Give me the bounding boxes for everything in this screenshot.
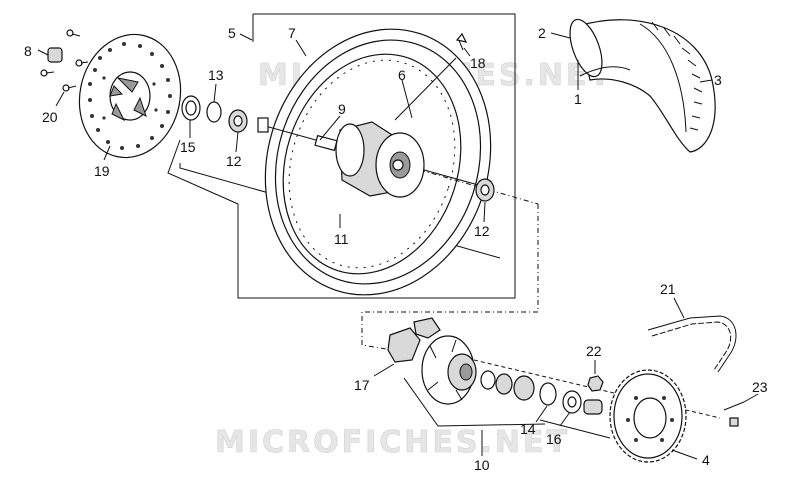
callout-1: 1 <box>574 91 582 107</box>
callout-9: 9 <box>338 101 346 117</box>
sprocket-nut <box>587 375 604 392</box>
watermark-bottom: MICROFICHES.NET <box>215 425 570 460</box>
spacer-a <box>480 370 496 390</box>
callout-10: 10 <box>474 457 490 473</box>
callout-3: 3 <box>714 72 722 88</box>
callout-18: 18 <box>470 55 486 71</box>
callout-2: 2 <box>538 25 546 41</box>
frame-wheel-assembly <box>167 13 516 299</box>
drive-chain <box>647 315 737 373</box>
tyre <box>577 19 716 153</box>
callout-17: 17 <box>354 377 370 393</box>
leader-lines <box>37 32 759 460</box>
bearing-c <box>513 375 535 401</box>
bearing-left-inner <box>233 115 243 127</box>
oil-seal-inner <box>185 100 197 116</box>
spoke-nipple-tip <box>455 32 468 43</box>
callout-6: 6 <box>398 67 406 83</box>
callout-19: 19 <box>94 163 110 179</box>
inner-tube <box>569 18 631 78</box>
guide-dash <box>361 204 539 353</box>
callout-15: 15 <box>180 139 196 155</box>
sprocket-carrier <box>421 335 477 405</box>
cush-drive-rubbers <box>387 317 441 363</box>
callout-11: 11 <box>334 231 349 247</box>
callout-7: 7 <box>288 25 296 41</box>
callout-8: 8 <box>24 43 32 59</box>
brake-disc <box>78 33 182 159</box>
circlip <box>206 101 222 123</box>
bearing-right-inner <box>480 184 490 196</box>
bracket-10-right <box>539 419 611 439</box>
rear-sprocket <box>609 369 687 463</box>
callout-5: 5 <box>228 25 236 41</box>
circlip-14 <box>539 382 557 406</box>
bearing-b <box>495 373 513 395</box>
bracket-10-left <box>403 377 546 427</box>
callout-13: 13 <box>208 67 224 83</box>
callout-20: 20 <box>42 109 58 125</box>
disc-screws <box>40 29 89 92</box>
callout-21: 21 <box>660 281 676 297</box>
callout-14: 14 <box>520 421 536 437</box>
seal-16-inner <box>567 396 577 408</box>
spacer-bush <box>583 399 603 415</box>
spoke <box>394 57 457 121</box>
callout-22: 22 <box>586 343 602 359</box>
callout-4: 4 <box>702 452 710 468</box>
sprocket-bolt <box>723 401 745 427</box>
wheel-hub <box>257 117 425 198</box>
callout-23: 23 <box>752 379 768 395</box>
callout-12b: 12 <box>474 223 490 239</box>
callout-16: 16 <box>546 431 562 447</box>
callout-12a: 12 <box>226 153 242 169</box>
